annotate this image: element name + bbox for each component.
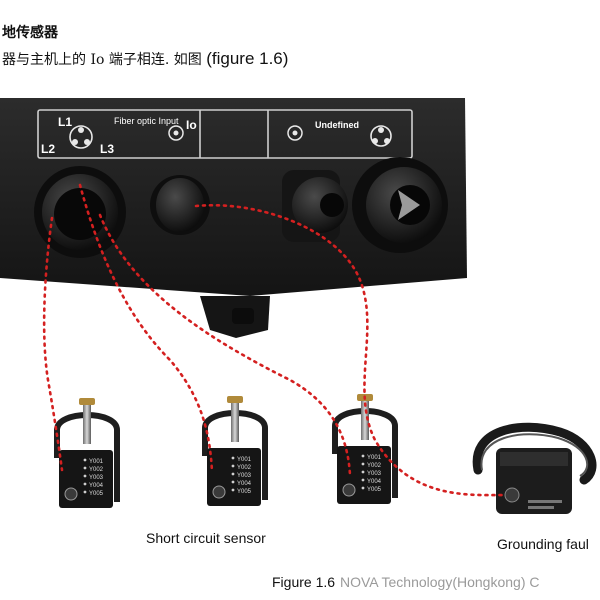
- sensor-line-dot: [83, 466, 87, 470]
- undefined-connector-large: [352, 157, 448, 253]
- grounding-sensor: [472, 422, 597, 514]
- fiber-connector-left: [34, 166, 126, 258]
- clamp-screw: [83, 402, 91, 444]
- screw-head: [79, 398, 95, 405]
- label-l1: L1: [58, 115, 72, 129]
- sensor-line-dot: [361, 486, 365, 490]
- sensor-knob-icon: [64, 487, 78, 501]
- sensor-line-dot: [361, 462, 365, 466]
- label-fiber-input: Fiber optic Input: [114, 116, 179, 126]
- sensor-line-label: Y004: [367, 479, 382, 485]
- wire-l3-to-sensor-3: [98, 213, 352, 477]
- io-connector: [150, 175, 210, 235]
- sensor-body: [207, 448, 261, 506]
- sensor-line-dot: [83, 458, 87, 462]
- clamp-screw: [361, 398, 369, 440]
- wire-l2-to-sensor-1: [42, 216, 64, 472]
- section-title: 地传感器: [2, 25, 58, 41]
- sensor-line-label: Y002: [237, 465, 252, 471]
- sensor-line-dot: [231, 464, 235, 468]
- sensor-line-label: Y001: [367, 455, 382, 461]
- wire-io-to-grounding: [194, 203, 507, 497]
- sensor-knob-icon: [212, 485, 226, 499]
- label-l2: L2: [41, 142, 55, 156]
- sensor-line-label: Y003: [237, 473, 252, 479]
- sensor-line-label: Y003: [89, 475, 104, 481]
- sensor-line-label: Y004: [237, 481, 252, 487]
- sensor-line-dot: [83, 490, 87, 494]
- figure-reference: (figure 1.6): [206, 49, 289, 68]
- label-io: Io: [186, 118, 197, 132]
- sensor-body: [337, 446, 391, 504]
- sensor-knob-icon: [342, 483, 356, 497]
- sensor-line-label: Y004: [89, 483, 104, 489]
- io-symbol-icon: [168, 125, 184, 141]
- sensor-line-dot: [361, 470, 365, 474]
- sensor-line-dot: [231, 480, 235, 484]
- sensor-line-dot: [231, 472, 235, 476]
- sensor-line-label: Y001: [89, 459, 104, 465]
- sensor-line-label: Y005: [237, 489, 252, 495]
- sensor-line-label: Y005: [367, 487, 382, 493]
- three-phase-symbol: [69, 125, 93, 149]
- undefined-connector-small: [282, 170, 348, 242]
- sensor-line-dot: [83, 482, 87, 486]
- sensor-line-dot: [83, 474, 87, 478]
- sensor-body: [59, 450, 113, 508]
- three-phase-symbol-right: [370, 125, 392, 147]
- clamp-screw: [231, 400, 239, 442]
- sensor-line-dot: [231, 456, 235, 460]
- figure-caption: Figure 1.6: [272, 574, 336, 590]
- undefined-symbol-icon: [287, 125, 303, 141]
- sensor-line-label: Y002: [89, 467, 104, 473]
- label-l3: L3: [100, 142, 114, 156]
- wire-group: [42, 183, 507, 497]
- sensor-line-label: Y005: [89, 491, 104, 497]
- caption-short-circuit-sensor: Short circuit sensor: [146, 530, 266, 546]
- label-undefined: Undefined: [315, 120, 359, 130]
- wire-l1-to-sensor-2: [78, 183, 214, 474]
- description-text: 器与主机上的 Io 端子相连. 如图: [2, 52, 202, 68]
- sensor-line-dot: [361, 454, 365, 458]
- watermark: NOVA Technology(Hongkong) C: [340, 574, 540, 590]
- sensor-line-label: Y002: [367, 463, 382, 469]
- caption-grounding-sensor: Grounding faul: [497, 536, 589, 552]
- sensor-line-label: Y001: [237, 457, 252, 463]
- sensor-line-dot: [231, 488, 235, 492]
- sensor-line-dot: [361, 478, 365, 482]
- screw-head: [227, 396, 243, 403]
- sensor-group: Y001Y002Y003Y004Y005Y001Y002Y003Y004Y005…: [54, 394, 398, 508]
- section-description: 器与主机上的 Io 端子相连. 如图 (figure 1.6): [2, 49, 288, 69]
- sensor-line-label: Y003: [367, 471, 382, 477]
